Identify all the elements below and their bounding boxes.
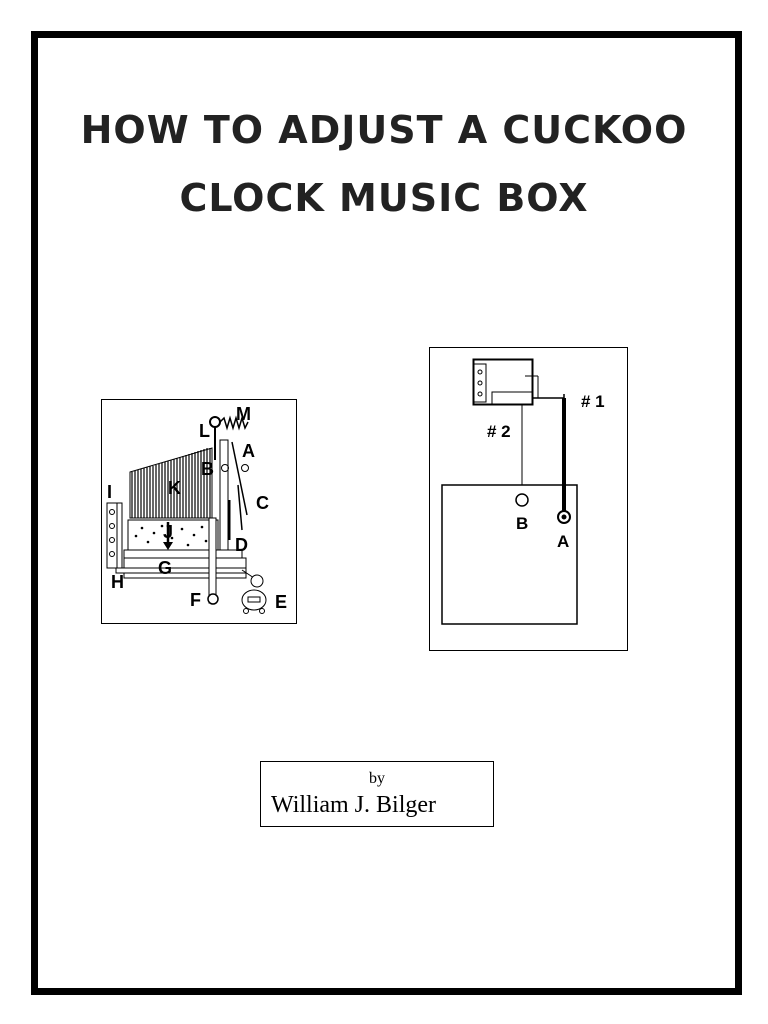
- author-name: William J. Bilger: [271, 792, 437, 818]
- label-j: J: [163, 522, 173, 542]
- side-plate: [106, 502, 123, 569]
- label-l: L: [199, 421, 210, 441]
- byline-by: by: [369, 770, 385, 787]
- label-m: M: [236, 404, 251, 424]
- label-d: D: [235, 535, 248, 555]
- label-b: B: [201, 459, 214, 479]
- title-line-1: HOW TO ADJUST A CUCKOO: [80, 108, 688, 152]
- label-a: A: [242, 441, 255, 461]
- label-f: F: [190, 590, 201, 610]
- pinned-cylinder: [127, 519, 219, 553]
- title-line-2: CLOCK MUSIC BOX: [179, 176, 589, 220]
- label-c: C: [256, 493, 269, 513]
- page-border: [31, 31, 742, 995]
- wire-adjustment-diagram: # 1 # 2 B A: [429, 347, 628, 651]
- comb-teeth: [129, 447, 213, 519]
- label-h: H: [111, 572, 124, 592]
- bird-figure: [241, 569, 267, 614]
- label-a: A: [557, 532, 569, 551]
- byline-box: by William J. Bilger: [260, 761, 494, 827]
- label-2: # 2: [487, 422, 511, 441]
- label-g: G: [158, 558, 172, 578]
- music-box-mechanism-diagram: M L A B K C I J D G H F E: [101, 399, 297, 624]
- label-k: K: [168, 478, 181, 498]
- label-1: # 1: [581, 392, 605, 411]
- label-b: B: [516, 514, 528, 533]
- label-i: I: [107, 482, 112, 502]
- label-e: E: [275, 592, 287, 612]
